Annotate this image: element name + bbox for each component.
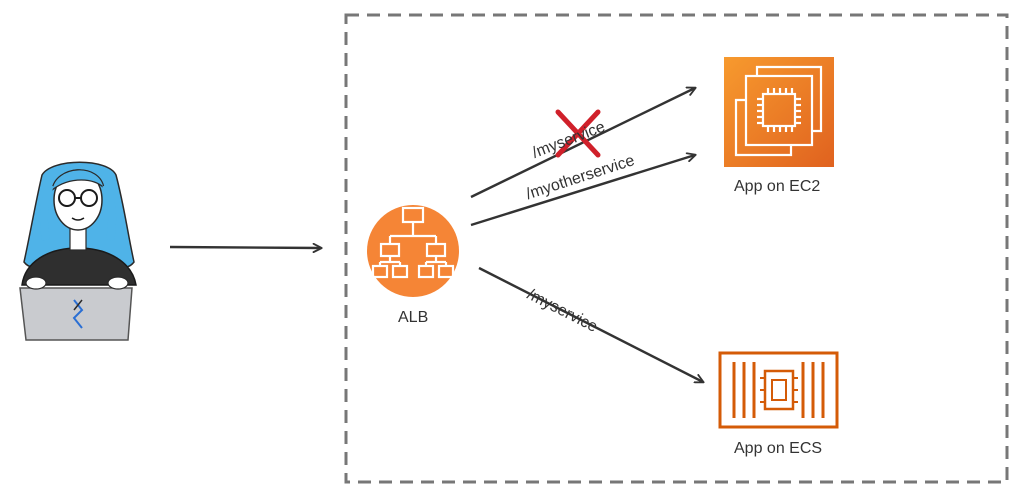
ec2-label: App on EC2 <box>734 178 821 195</box>
load-balancer-icon <box>367 205 459 297</box>
blocked-x-icon <box>555 109 601 158</box>
network-boundary <box>344 13 1009 484</box>
alb-label: ALB <box>398 309 429 326</box>
ecs-route-arrow <box>478 266 703 382</box>
user-to-alb-arrow <box>169 247 321 248</box>
ec2-instance-icon <box>724 57 834 167</box>
ecs-container-icon <box>718 351 839 429</box>
user-laptop-icon <box>19 161 137 341</box>
ecs-label: App on ECS <box>734 440 823 457</box>
ec2-route-arrow <box>470 155 695 227</box>
